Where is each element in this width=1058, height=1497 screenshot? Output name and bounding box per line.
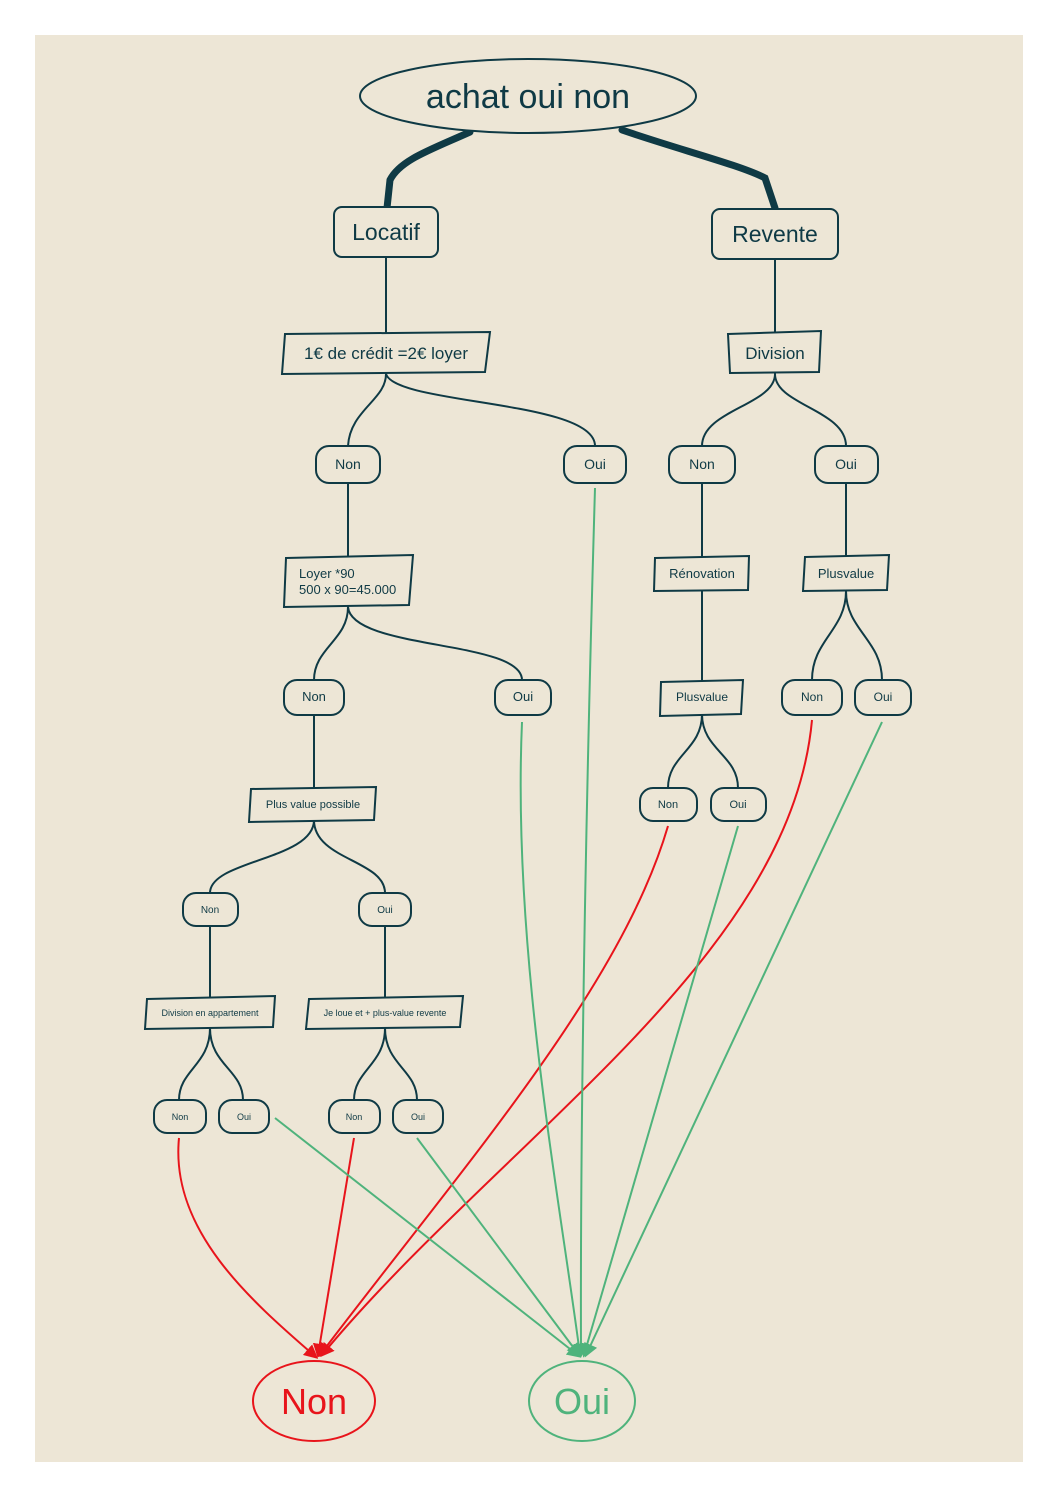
je-loue-oui-label: Oui	[411, 1112, 425, 1122]
final-oui-label: Oui	[554, 1381, 610, 1422]
plusvalue-reno-label: Plusvalue	[676, 690, 728, 704]
arrow-divapp-oui-to-final	[274, 1117, 582, 1358]
credit-non-node: Non	[315, 445, 381, 484]
je-loue-oui-node: Oui	[392, 1099, 444, 1134]
div-app-oui-label: Oui	[237, 1112, 251, 1122]
connector-credit-non	[347, 373, 387, 447]
plusvalue-div-oui-label: Oui	[874, 690, 893, 704]
yes-arrows	[274, 487, 883, 1358]
div-app-oui-node: Oui	[218, 1099, 270, 1134]
credit-oui-label: Oui	[584, 456, 606, 472]
credit-node: 1€ de crédit =2€ loyer	[280, 330, 492, 376]
connector-jeloue-non	[353, 1027, 386, 1101]
division-appartement-node: Division en appartement	[143, 994, 277, 1031]
arrow-jeloue-oui-to-final	[416, 1137, 581, 1358]
division-oui-label: Oui	[835, 456, 857, 472]
arrow-credit-oui-to-final	[573, 487, 596, 1358]
loyer-oui-node: Oui	[494, 679, 552, 716]
division-non-label: Non	[689, 456, 715, 472]
pvp-non-node: Non	[182, 892, 239, 927]
pvp-non-label: Non	[201, 905, 219, 916]
plus-value-possible-node: Plus value possible	[247, 785, 378, 824]
plusvalue-div-non-label: Non	[801, 690, 823, 704]
credit-non-label: Non	[335, 456, 361, 472]
locatif-label: Locatif	[352, 219, 420, 245]
plusvalue-div-node: Plusvalue	[801, 553, 891, 593]
no-arrows	[177, 719, 813, 1359]
plusvalue-reno-oui-node: Oui	[710, 787, 767, 822]
connector-pvr-non	[667, 713, 703, 789]
connector-jeloue-oui	[384, 1027, 418, 1101]
arrow-pvr-non-to-final	[318, 825, 669, 1358]
division-node: Division	[726, 329, 823, 375]
connector-pvp-non	[209, 819, 315, 894]
je-loue-non-node: Non	[328, 1099, 381, 1134]
loyer-non-label: Non	[302, 689, 326, 704]
renovation-label: Rénovation	[669, 566, 735, 581]
division-appartement-label: Division en appartement	[161, 1008, 259, 1018]
revente-label: Revente	[732, 221, 818, 247]
connector-pvr-oui	[701, 713, 739, 789]
root-node: achat oui non	[359, 58, 697, 134]
plusvalue-div-non-node: Non	[781, 679, 843, 716]
pvp-oui-node: Oui	[358, 892, 412, 927]
loyer-node: Loyer *90 500 x 90=45.000	[282, 553, 415, 609]
connector-loyer-oui	[347, 606, 523, 681]
connector-pvp-oui	[313, 819, 386, 894]
plusvalue-reno-oui-label: Oui	[729, 799, 746, 811]
connector-loyer-non	[313, 606, 349, 681]
loyer-label-line2: 500 x 90=45.000	[299, 582, 396, 597]
arrow-pv-div-oui-to-final	[584, 721, 883, 1358]
loyer-label-line1: Loyer *90	[299, 566, 355, 581]
connector-divapp-non	[178, 1027, 211, 1101]
je-loue-label: Je loue et + plus-value revente	[324, 1008, 447, 1018]
arrow-pvr-oui-to-final	[580, 825, 739, 1358]
plusvalue-reno-non-node: Non	[639, 787, 698, 822]
div-app-non-label: Non	[172, 1112, 189, 1122]
connector-plusvalue-non	[811, 590, 847, 681]
division-label: Division	[745, 344, 805, 363]
loyer-oui-label: Oui	[513, 689, 533, 704]
credit-oui-node: Oui	[563, 445, 627, 484]
connector-plusvalue-oui	[845, 590, 883, 681]
plusvalue-div-label: Plusvalue	[818, 566, 874, 581]
connector-divapp-oui	[209, 1027, 244, 1101]
final-oui-node: Oui	[528, 1360, 636, 1442]
plusvalue-reno-non-label: Non	[658, 799, 678, 811]
credit-label: 1€ de crédit =2€ loyer	[304, 344, 468, 363]
arrow-pv-div-non-to-final	[320, 719, 813, 1358]
connector-credit-oui	[385, 373, 596, 447]
connector-root-revente	[618, 126, 779, 212]
final-non-node: Non	[252, 1360, 376, 1442]
final-non-label: Non	[281, 1381, 347, 1422]
plusvalue-reno-node: Plusvalue	[658, 678, 745, 718]
division-non-node: Non	[668, 445, 736, 484]
plusvalue-div-oui-node: Oui	[854, 679, 912, 716]
root-label: achat oui non	[426, 78, 630, 116]
arrow-loyer-oui-to-final	[519, 721, 586, 1358]
tree-connectors	[178, 126, 883, 1101]
connector-division-oui	[774, 373, 847, 447]
je-loue-non-label: Non	[346, 1112, 363, 1122]
loyer-non-node: Non	[283, 679, 345, 716]
pvp-oui-label: Oui	[377, 905, 393, 916]
arrow-divapp-non-to-final	[177, 1137, 319, 1359]
page-background	[35, 35, 1023, 1462]
locatif-node: Locatif	[333, 206, 439, 258]
renovation-node: Rénovation	[652, 554, 751, 593]
connector-root-locatif	[383, 128, 474, 212]
connector-division-non	[701, 373, 776, 447]
plus-value-possible-label: Plus value possible	[266, 799, 360, 811]
revente-node: Revente	[711, 208, 839, 260]
je-loue-node: Je loue et + plus-value revente	[304, 994, 465, 1031]
div-app-non-node: Non	[153, 1099, 207, 1134]
division-oui-node: Oui	[814, 445, 879, 484]
